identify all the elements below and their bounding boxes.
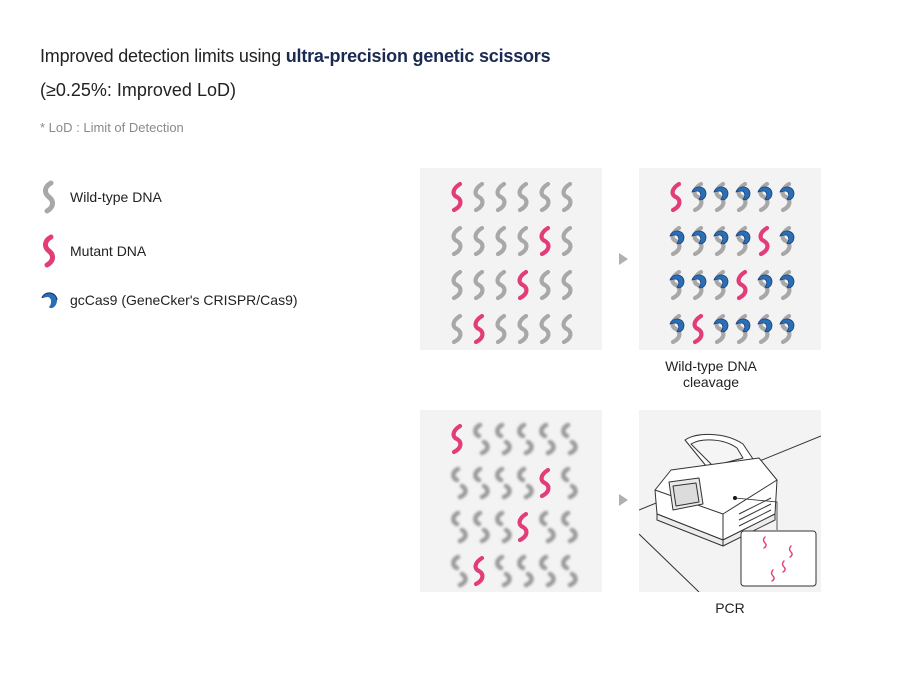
cas9-bound-icon (691, 230, 707, 245)
mutant-dna (670, 181, 682, 213)
wild-type-dna (539, 181, 551, 213)
wild-type-dna (495, 313, 507, 345)
cas9-bound-icon (779, 318, 795, 333)
mutant-dna (451, 423, 463, 455)
page-subtitle: (≥0.25%: Improved LoD) (40, 80, 236, 100)
mutant-dna (736, 269, 748, 301)
cleaved-fragment (539, 510, 556, 544)
cas9-icon (41, 292, 58, 309)
mutant-dna (473, 313, 485, 345)
cleaved-fragment (561, 510, 578, 544)
mutant-dna (451, 181, 463, 213)
footnote: * LoD : Limit of Detection (40, 120, 184, 135)
wild-type-dna (561, 225, 573, 257)
cleaved-fragment (539, 422, 556, 456)
legend-cas9: gcCas9 (GeneCker's CRISPR/Cas9) (40, 283, 298, 317)
panel-pcr (639, 410, 821, 592)
cas9-bound-icon (713, 186, 729, 201)
arrow-icon (619, 253, 628, 265)
cleaved-fragment (539, 554, 556, 588)
cas9-bound-icon (735, 318, 751, 333)
mutant-dna (539, 467, 551, 499)
fragments-grid (451, 422, 578, 588)
page-title: Improved detection limits using ultra-pr… (40, 46, 551, 67)
cleaved-fragment (495, 466, 512, 500)
cleaved-fragment (495, 554, 512, 588)
wild-type-dna (561, 181, 573, 213)
cleaved-fragment (561, 466, 578, 500)
title-prefix: Improved detection limits using (40, 46, 286, 66)
panel-cleavage (639, 168, 821, 350)
mutant-dna-icon (43, 234, 55, 268)
cleaved-fragment (517, 466, 534, 500)
cas9-bound-icon (713, 230, 729, 245)
caption-pcr: PCR (715, 600, 745, 616)
legend-wild-type: Wild-type DNA (40, 180, 162, 214)
wild-type-dna (539, 269, 551, 301)
cleaved-fragment (495, 510, 512, 544)
wild-type-dna-icon (43, 180, 55, 214)
cas9-bound-icon (779, 274, 795, 289)
wild-type-dna (451, 313, 463, 345)
cas9-bound-icon (735, 230, 751, 245)
pcr-machine-illustration (639, 433, 821, 592)
wild-type-dna (495, 269, 507, 301)
wild-type-dna (451, 269, 463, 301)
mutant-dna (539, 225, 551, 257)
cas9-bound-icon (779, 186, 795, 201)
cas9-bound-icon (713, 318, 729, 333)
mutant-dna (517, 511, 529, 543)
panel-mixed-dna (420, 168, 602, 350)
wild-type-dna (561, 313, 573, 345)
wild-type-dna (517, 181, 529, 213)
cas9-bound-icon (779, 230, 795, 245)
title-highlight: ultra-precision genetic scissors (285, 46, 551, 66)
wild-type-dna (451, 225, 463, 257)
cas9-bound-icon (735, 186, 751, 201)
cas9-bound-icon (713, 274, 729, 289)
cleaved-fragment (561, 422, 578, 456)
cas9-bound-icon (757, 318, 773, 333)
cleavage-grid (669, 181, 795, 345)
cleaved-fragment (473, 466, 490, 500)
cas9-bound-icon (757, 274, 773, 289)
wild-type-dna (517, 225, 529, 257)
cleaved-fragment (451, 554, 468, 588)
panel-fragments (420, 410, 602, 592)
cleaved-fragment (495, 422, 512, 456)
wild-type-dna (473, 225, 485, 257)
wild-type-dna (561, 269, 573, 301)
cleaved-fragment (473, 510, 490, 544)
mixed-dna-grid (451, 181, 573, 345)
cas9-bound-icon (691, 274, 707, 289)
legend-mutant-label: Mutant DNA (70, 243, 147, 259)
legend-cas9-label: gcCas9 (GeneCker's CRISPR/Cas9) (70, 292, 298, 308)
cleaved-fragment (517, 554, 534, 588)
mutant-dna (473, 555, 485, 587)
cleaved-fragment (517, 422, 534, 456)
cas9-bound-icon (757, 186, 773, 201)
wild-type-dna (495, 225, 507, 257)
mutant-dna (692, 313, 704, 345)
mutant-dna (517, 269, 529, 301)
wild-type-dna (539, 313, 551, 345)
legend-wild-type-label: Wild-type DNA (70, 189, 162, 205)
cas9-bound-icon (669, 274, 685, 289)
mutant-dna (758, 225, 770, 257)
cas9-bound-icon (669, 230, 685, 245)
cleaved-fragment (451, 466, 468, 500)
cleaved-fragment (473, 422, 490, 456)
legend-mutant: Mutant DNA (40, 234, 146, 268)
cleaved-fragment (451, 510, 468, 544)
cleaved-fragment (561, 554, 578, 588)
wild-type-dna (495, 181, 507, 213)
wild-type-dna (517, 313, 529, 345)
cas9-bound-icon (669, 318, 685, 333)
wild-type-dna (473, 269, 485, 301)
cas9-bound-icon (691, 186, 707, 201)
wild-type-dna (473, 181, 485, 213)
arrow-icon (619, 494, 628, 506)
caption-cleavage: Wild-type DNA cleavage (665, 358, 757, 390)
